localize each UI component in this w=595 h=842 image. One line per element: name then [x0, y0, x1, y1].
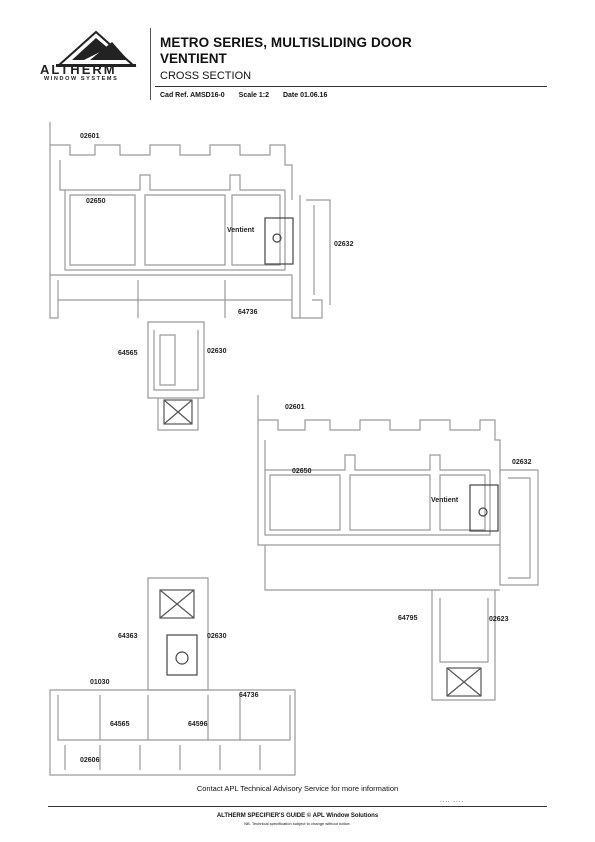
drawing-meta: Cad Ref. AMSD16-0 Scale 1:2 Date 01.06.1… — [160, 92, 339, 99]
page-subtitle: CROSS SECTION — [160, 70, 252, 82]
contact-note: Contact APL Technical Advisory Service f… — [196, 784, 399, 793]
altherm-logo — [55, 30, 137, 67]
bottom-left-assembly — [49, 577, 296, 776]
label-02630-b: 02630 — [207, 633, 227, 640]
top-left-assembly — [49, 122, 331, 431]
page-title-line2: VENTIENT — [160, 51, 227, 66]
label-02606: 02606 — [80, 757, 100, 764]
footer-dots: .... .... — [440, 798, 465, 804]
label-64795: 64795 — [398, 615, 418, 622]
label-64565-a: 64565 — [118, 350, 138, 357]
label-64736-b: 64736 — [239, 692, 259, 699]
label-02630-a: 02630 — [207, 348, 227, 355]
brand-name: ALTHERM — [40, 62, 117, 77]
scale: Scale 1:2 — [238, 92, 270, 99]
label-02650-b: 02650 — [292, 468, 312, 475]
label-02650-a: 02650 — [86, 198, 106, 205]
cad-ref: Cad Ref. AMSD16-0 — [160, 92, 225, 99]
label-64736-a: 64736 — [238, 309, 258, 316]
middle-right-assembly — [257, 395, 539, 701]
header-divider-vertical — [150, 28, 151, 100]
label-64596: 64596 — [188, 721, 208, 728]
footer-divider — [48, 806, 547, 807]
footer-note: NB. Technical specification subject to c… — [244, 821, 351, 826]
label-02632-b: 02632 — [512, 459, 532, 466]
label-02601-b: 02601 — [285, 404, 305, 411]
footer-guide: ALTHERM SPECIFIER'S GUIDE © APL Window S… — [216, 813, 379, 819]
label-64565-b: 64565 — [110, 721, 130, 728]
label-02623: 02623 — [489, 616, 509, 623]
label-64363: 64363 — [118, 633, 138, 640]
label-02632-a: 02632 — [334, 241, 354, 248]
label-ventient-b: Ventient — [431, 497, 459, 504]
label-02601-a: 02601 — [80, 133, 100, 140]
date: Date 01.06.16 — [282, 92, 328, 99]
label-ventient-a: Ventient — [227, 227, 255, 234]
header-divider — [155, 86, 547, 87]
brand-tagline: WINDOW SYSTEMS — [44, 76, 119, 82]
page-title: METRO SERIES, MULTISLIDING DOOR — [160, 35, 412, 50]
label-01030: 01030 — [90, 679, 110, 686]
